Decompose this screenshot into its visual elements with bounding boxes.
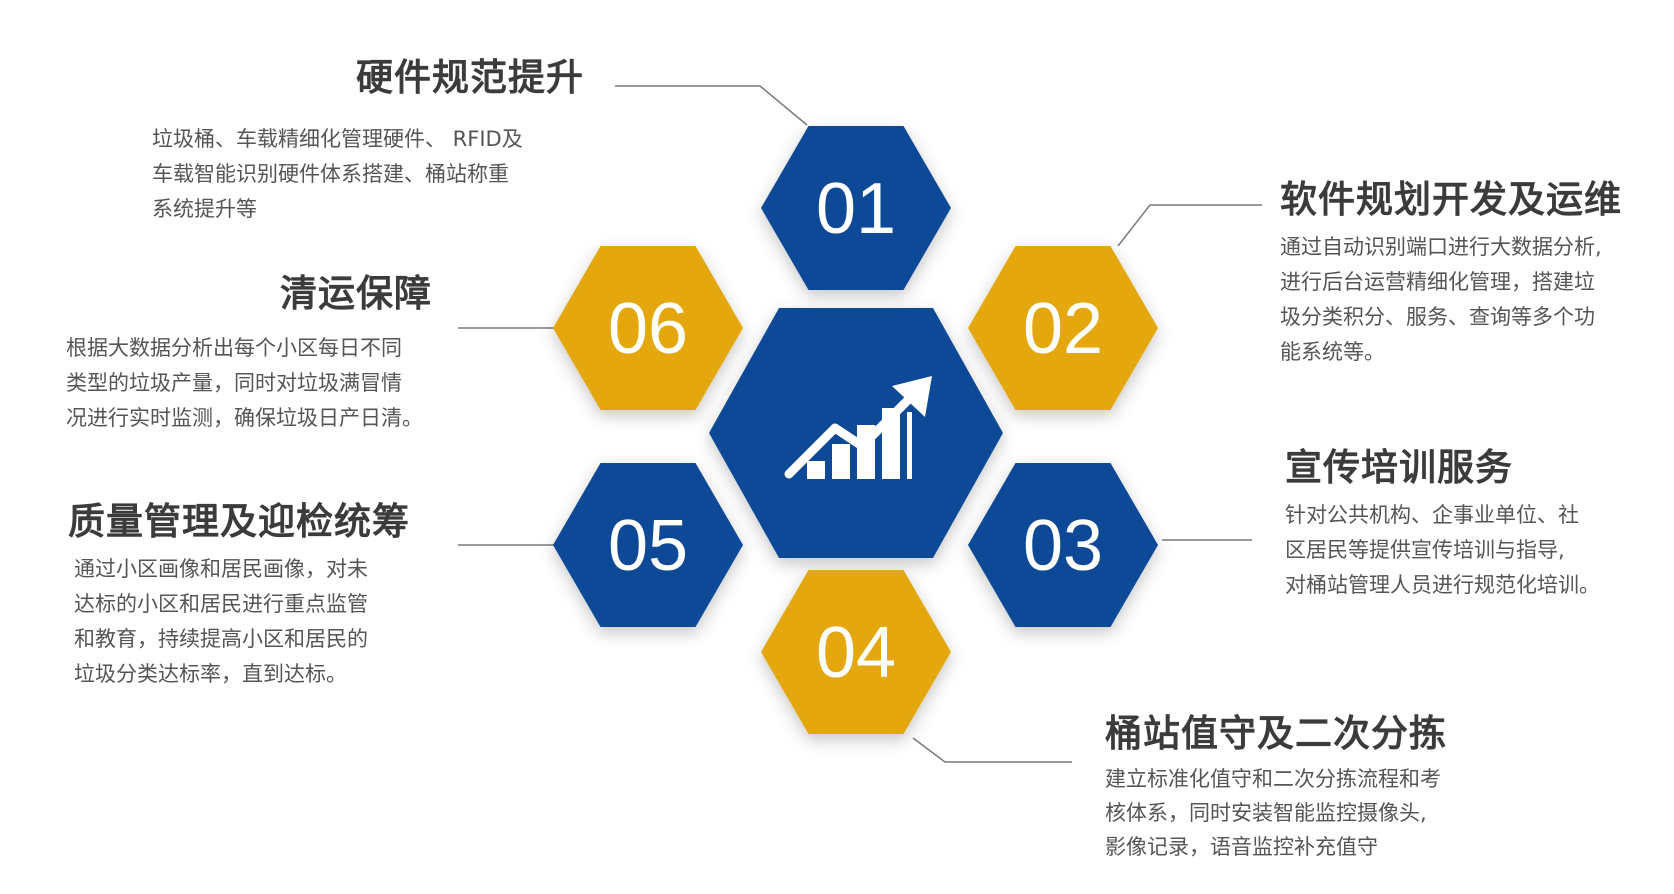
block-01-desc: 垃圾桶、车载精细化管理硬件、 RFID及 车载智能识别硬件体系搭建、桶站称重 系… bbox=[152, 122, 523, 227]
block-06-desc-wrap: 根据大数据分析出每个小区每日不同 类型的垃圾产量，同时对垃圾满冒情 况进行实时监… bbox=[66, 323, 423, 436]
block-02-desc-line: 圾分类积分、服务、查询等多个功 bbox=[1280, 305, 1595, 330]
connector-04 bbox=[912, 737, 1072, 763]
block-03-title: 宣传培训服务 bbox=[1285, 446, 1513, 489]
block-03: 宣传培训服务 针对公共机构、企事业单位、社 区居民等提供宣传培训与指导, 对桶站… bbox=[1285, 446, 1600, 603]
block-02-desc-line: 通过自动识别端口进行大数据分析, bbox=[1280, 235, 1602, 260]
block-06-desc-line: 况进行实时监测，确保垃圾日产日清。 bbox=[66, 406, 423, 430]
block-01-title: 硬件规范提升 bbox=[356, 56, 584, 99]
hexagon-04-label: 04 bbox=[816, 613, 896, 693]
hexagon-01 bbox=[761, 126, 951, 290]
block-06-desc-line: 根据大数据分析出每个小区每日不同 bbox=[66, 336, 402, 360]
hexagon-03 bbox=[968, 463, 1158, 627]
block-02-desc-line: 能系统等。 bbox=[1280, 340, 1385, 365]
block-01-desc-line: 垃圾桶、车载精细化管理硬件、 RFID及 bbox=[152, 127, 523, 151]
growth-chart-icon bbox=[784, 376, 932, 479]
block-05-title: 质量管理及迎检统筹 bbox=[68, 500, 410, 543]
block-03-desc-line: 针对公共机构、企事业单位、社 bbox=[1285, 503, 1579, 528]
block-02-title: 软件规划开发及运维 bbox=[1280, 178, 1622, 221]
block-03-desc: 针对公共机构、企事业单位、社 区居民等提供宣传培训与指导, 对桶站管理人员进行规… bbox=[1285, 498, 1600, 603]
hexagon-04 bbox=[761, 570, 951, 734]
block-05-desc-line: 垃圾分类达标率，直到达标。 bbox=[74, 662, 347, 687]
connector-01 bbox=[615, 85, 808, 126]
block-04-desc-line: 核体系，同时安装智能监控摄像头, bbox=[1105, 801, 1427, 826]
block-01: 硬件规范提升 bbox=[64, 56, 584, 100]
connector-02 bbox=[1117, 204, 1262, 247]
block-05-desc-line: 达标的小区和居民进行重点监管 bbox=[74, 592, 368, 617]
block-04-title: 桶站值守及二次分拣 bbox=[1105, 712, 1447, 755]
block-04-desc: 建立标准化值守和二次分拣流程和考 核体系，同时安装智能监控摄像头, 影像记录，语… bbox=[1105, 762, 1447, 864]
hexagon-03-label: 03 bbox=[1023, 506, 1103, 586]
block-04-desc-line: 建立标准化值守和二次分拣流程和考 bbox=[1105, 767, 1441, 792]
hexagon-05-label: 05 bbox=[608, 506, 688, 586]
block-06: 清运保障 bbox=[132, 272, 432, 316]
hexagon-02 bbox=[968, 246, 1158, 410]
hexagon-02-label: 02 bbox=[1023, 289, 1103, 369]
block-01-desc-line: 车载智能识别硬件体系搭建、桶站称重 bbox=[152, 162, 509, 186]
block-02: 软件规划开发及运维 通过自动识别端口进行大数据分析, 进行后台运营精细化管理，搭… bbox=[1280, 178, 1622, 370]
block-03-desc-line: 对桶站管理人员进行规范化培训。 bbox=[1285, 573, 1600, 598]
block-05: 质量管理及迎检统筹 通过小区画像和居民画像，对未 达标的小区和居民进行重点监管 … bbox=[68, 500, 410, 692]
block-05-desc: 通过小区画像和居民画像，对未 达标的小区和居民进行重点监管 和教育，持续提高小区… bbox=[74, 552, 410, 692]
center-hexagon bbox=[709, 308, 1003, 558]
block-02-desc: 通过自动识别端口进行大数据分析, 进行后台运营精细化管理，搭建垃 圾分类积分、服… bbox=[1280, 230, 1622, 370]
hexagon-01-label: 01 bbox=[816, 169, 896, 249]
block-04-desc-line: 影像记录，语音监控补充值守 bbox=[1105, 835, 1378, 860]
block-05-desc-line: 通过小区画像和居民画像，对未 bbox=[74, 557, 368, 582]
block-05-desc-line: 和教育，持续提高小区和居民的 bbox=[74, 627, 368, 652]
block-03-desc-line: 区居民等提供宣传培训与指导, bbox=[1285, 538, 1565, 563]
block-06-desc-line: 类型的垃圾产量，同时对垃圾满冒情 bbox=[66, 371, 402, 395]
hexagon-06-label: 06 bbox=[608, 289, 688, 369]
block-01-desc-wrap: 垃圾桶、车载精细化管理硬件、 RFID及 车载智能识别硬件体系搭建、桶站称重 系… bbox=[152, 114, 523, 227]
block-06-title: 清运保障 bbox=[280, 272, 432, 315]
hexagon-06 bbox=[553, 246, 743, 410]
block-02-desc-line: 进行后台运营精细化管理，搭建垃 bbox=[1280, 270, 1595, 295]
block-01-desc-line: 系统提升等 bbox=[152, 197, 257, 221]
hexagon-05 bbox=[553, 463, 743, 627]
block-04: 桶站值守及二次分拣 建立标准化值守和二次分拣流程和考 核体系，同时安装智能监控摄… bbox=[1105, 712, 1447, 864]
connector-lines bbox=[458, 85, 1262, 763]
block-06-desc: 根据大数据分析出每个小区每日不同 类型的垃圾产量，同时对垃圾满冒情 况进行实时监… bbox=[66, 331, 423, 436]
